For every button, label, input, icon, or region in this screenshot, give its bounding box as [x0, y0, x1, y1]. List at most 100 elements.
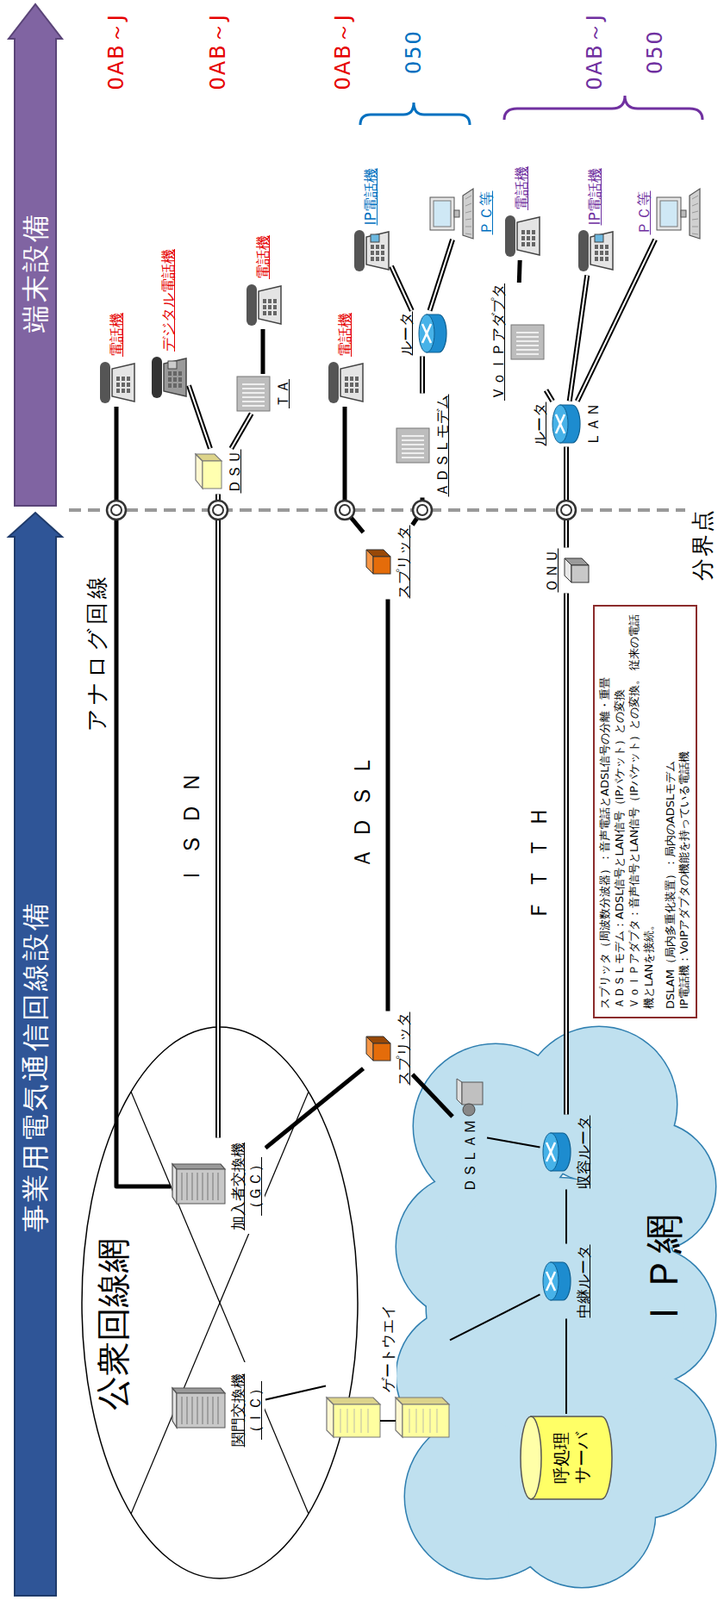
ip-network: 呼処理 サーバ中継ルータ収容ルータＤＳＬＡＭＩＰ網 — [392, 1027, 720, 1592]
router-top — [543, 1133, 559, 1172]
key — [273, 311, 277, 316]
number-prefix: 0AB～J — [205, 12, 231, 90]
gbox-icon — [235, 374, 272, 413]
key — [521, 230, 525, 235]
router-arrow — [546, 1272, 556, 1292]
cube-front — [373, 1043, 391, 1062]
gateway-slot — [430, 1410, 431, 1435]
device-slot — [401, 439, 425, 442]
screen — [433, 200, 451, 227]
gateway-slot — [354, 1410, 356, 1435]
cube-front — [571, 565, 589, 583]
device-label: 電話機 — [336, 312, 354, 357]
key — [178, 383, 182, 388]
router-icon — [550, 403, 582, 445]
double-line-core — [430, 239, 454, 312]
cylinder-body — [530, 1416, 612, 1500]
router-arrow — [422, 324, 431, 344]
line-type-label: ＩＳＤＮ — [178, 762, 206, 887]
device-slot — [242, 387, 265, 390]
dslam-icon — [453, 1077, 487, 1118]
gateway-slot — [340, 1410, 342, 1435]
key — [380, 251, 385, 256]
dslam: ＤＳＬＡＭ — [453, 1077, 487, 1193]
label-holder: 分界点 — [689, 508, 717, 581]
key — [116, 382, 120, 387]
key — [168, 377, 172, 382]
device-label: ＶｏＩＰアダプタ — [489, 283, 507, 401]
key — [605, 257, 609, 263]
device-slot — [242, 383, 265, 386]
handset — [578, 230, 589, 273]
monitor — [656, 197, 681, 231]
key — [173, 383, 177, 388]
key — [521, 236, 525, 241]
number-prefix: 050 — [642, 29, 668, 75]
key-row — [465, 226, 472, 228]
cube-side — [564, 558, 589, 566]
device-label: IP電話機 — [362, 168, 380, 225]
device-body — [396, 428, 430, 463]
metal-line — [344, 406, 364, 533]
switch-slot — [218, 1173, 219, 1201]
key — [262, 305, 267, 310]
demarcation-point — [208, 500, 228, 520]
key — [349, 376, 354, 381]
device-slot — [242, 392, 265, 394]
device-label: ゲートウエイ — [379, 1303, 397, 1395]
phone-icon — [324, 359, 365, 406]
double-line-core — [217, 494, 219, 1139]
purple-brace — [504, 95, 703, 120]
label-holder: 0AB～J — [205, 12, 231, 90]
switch-slot — [218, 1397, 219, 1425]
terminal-equipment-arrow: 端末設備 — [8, 4, 63, 506]
double-line-core — [569, 275, 588, 402]
metal-line — [412, 498, 424, 526]
handset — [328, 362, 339, 404]
metal-line — [517, 260, 523, 283]
device-label: スプリッタ — [394, 1012, 412, 1086]
device-slot — [242, 400, 265, 403]
router-icon — [417, 312, 449, 355]
pc-icon — [655, 187, 702, 239]
keyboard — [689, 188, 700, 239]
line-type-label: ＡＤＳＬ — [349, 745, 376, 870]
key — [380, 245, 385, 250]
number-prefix: 050 — [401, 29, 427, 75]
key — [526, 236, 531, 241]
line-label-holder: アナログ回線 — [83, 573, 111, 732]
phone-body — [112, 363, 135, 402]
demarcation-point — [106, 500, 126, 520]
key — [262, 299, 267, 304]
digital-line — [577, 239, 656, 402]
line-label-holder: ＩＳＤＮ — [178, 762, 206, 887]
voip-adapter: ＶｏＩＰアダプタ — [489, 283, 546, 401]
ipphone-icon — [350, 228, 391, 275]
router-arrow — [546, 1142, 556, 1162]
adsl-modem: ＡＤＳＬモデム — [394, 394, 451, 498]
key — [375, 251, 380, 256]
network-outline — [81, 1027, 358, 1580]
demarcation-line — [68, 508, 686, 512]
device-label: 収容ルータ — [574, 1116, 593, 1190]
key — [526, 242, 531, 247]
device-label: 電話機 — [107, 312, 125, 357]
key — [168, 383, 172, 388]
key — [344, 376, 349, 381]
device-label: 電話機 — [512, 166, 531, 211]
network-link — [449, 1294, 541, 1341]
line-label-holder: ＡＤＳＬ — [349, 745, 376, 870]
switch-slot — [192, 1397, 194, 1425]
switch-slot — [187, 1173, 188, 1201]
relay-router: 中継ルータ — [541, 1245, 593, 1319]
double-line-core — [391, 266, 412, 312]
box-front — [202, 461, 222, 489]
device-label: ルータ — [530, 402, 549, 447]
dphone-icon — [148, 354, 188, 401]
ip-phone: IP電話機 — [574, 168, 615, 275]
handset — [246, 284, 257, 326]
phone-screen — [594, 235, 604, 244]
dslam-top — [456, 1079, 462, 1105]
double-line-core — [421, 356, 424, 394]
region-title: 公衆回線網 — [92, 1238, 134, 1411]
